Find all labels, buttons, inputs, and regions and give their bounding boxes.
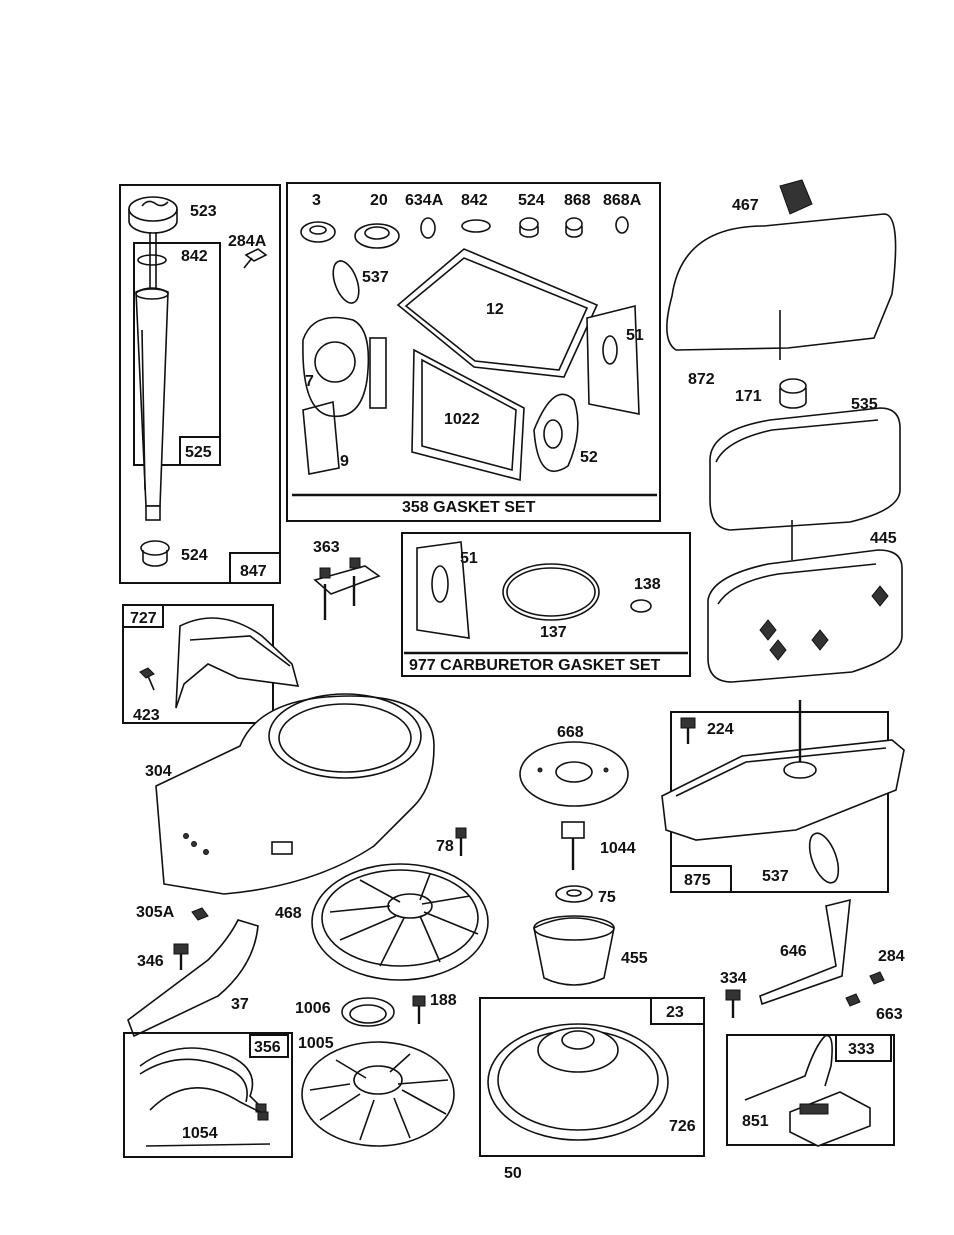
- label-7: 7: [305, 373, 314, 390]
- bracket-363: [315, 558, 379, 620]
- label-304: 304: [145, 763, 172, 780]
- label-9: 9: [340, 453, 349, 470]
- label-537-b: 537: [762, 868, 789, 885]
- label-52: 52: [580, 449, 598, 466]
- label-1006: 1006: [295, 1000, 331, 1017]
- label-356: 356: [254, 1039, 281, 1056]
- label-535: 535: [851, 396, 878, 413]
- label-524-a: 524: [181, 547, 208, 564]
- label-284A: 284A: [228, 233, 267, 250]
- label-78: 78: [436, 838, 454, 855]
- label-12: 12: [486, 301, 504, 318]
- label-224: 224: [707, 721, 734, 738]
- label-188: 188: [430, 992, 457, 1009]
- label-23: 23: [666, 1004, 684, 1021]
- label-468: 468: [275, 905, 302, 922]
- air-cleaner-base-875: [662, 700, 904, 892]
- label-537-a: 537: [362, 269, 389, 286]
- label-646: 646: [780, 943, 807, 960]
- label-847: 847: [240, 563, 267, 580]
- label-3: 3: [312, 192, 321, 209]
- label-171: 171: [735, 388, 762, 405]
- label-37: 37: [231, 996, 249, 1013]
- label-523: 523: [190, 203, 217, 220]
- label-334: 334: [720, 970, 747, 987]
- label-20: 20: [370, 192, 388, 209]
- gasket-set-title: 358 GASKET SET: [402, 499, 536, 516]
- label-284: 284: [878, 948, 905, 965]
- label-346: 346: [137, 953, 164, 970]
- label-51-b: 51: [460, 550, 478, 567]
- label-51-a: 51: [626, 327, 644, 344]
- gasket-set-box: [287, 183, 660, 521]
- label-842-a: 842: [181, 248, 208, 265]
- label-842-b: 842: [461, 192, 488, 209]
- label-138: 138: [634, 576, 661, 593]
- carb-gasket-set-box: [402, 533, 690, 676]
- label-1022: 1022: [444, 411, 480, 428]
- page-number: 50: [504, 1165, 522, 1182]
- carb-gasket-set-title: 977 CARBURETOR GASKET SET: [409, 657, 661, 674]
- label-445: 445: [870, 530, 897, 547]
- label-726: 726: [669, 1118, 696, 1135]
- label-333: 333: [848, 1041, 875, 1058]
- label-875: 875: [684, 872, 711, 889]
- label-525: 525: [185, 444, 212, 461]
- label-727: 727: [130, 610, 157, 627]
- label-1005: 1005: [298, 1035, 334, 1052]
- label-423: 423: [133, 707, 160, 724]
- label-868: 868: [564, 192, 591, 209]
- label-455: 455: [621, 950, 648, 967]
- label-75: 75: [598, 889, 616, 906]
- label-634A: 634A: [405, 192, 444, 209]
- label-524-b: 524: [518, 192, 545, 209]
- label-137: 137: [540, 624, 567, 641]
- label-868A: 868A: [603, 192, 642, 209]
- label-363: 363: [313, 539, 340, 556]
- label-305A: 305A: [136, 904, 175, 921]
- label-1044: 1044: [600, 840, 636, 857]
- label-663: 663: [876, 1006, 903, 1023]
- air-cleaner-assembly: [667, 180, 902, 682]
- label-467: 467: [732, 197, 759, 214]
- label-872: 872: [688, 371, 715, 388]
- label-851: 851: [742, 1113, 769, 1130]
- label-668: 668: [557, 724, 584, 741]
- label-1054: 1054: [182, 1125, 218, 1142]
